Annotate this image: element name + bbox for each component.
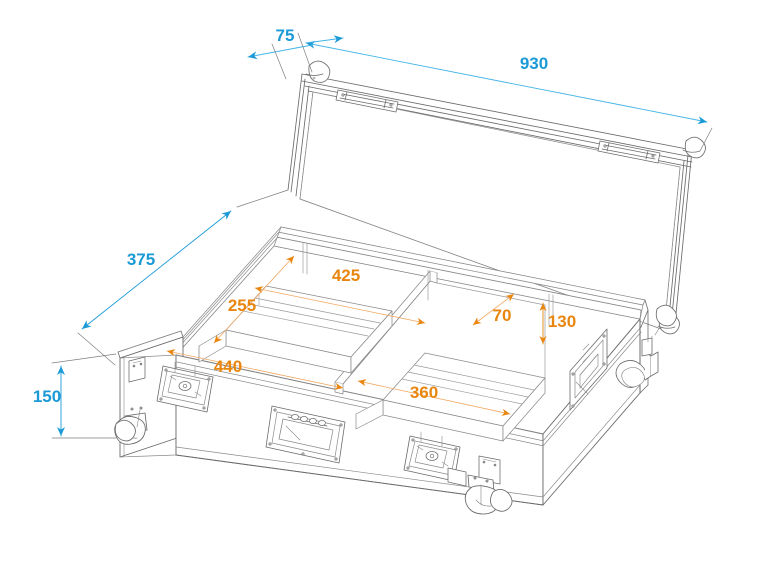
corner-brace-front-right (478, 455, 501, 485)
ball-corner-body-front-right (490, 489, 513, 512)
corner-brace-left (128, 356, 146, 383)
ball-corner-body-right-rear (655, 304, 677, 327)
dimension-labels: 75 930 375 150 425 255 440 360 70 130 (33, 26, 576, 406)
ball-corner-lid-right (682, 136, 706, 159)
dimension-label-360: 360 (410, 383, 438, 402)
dimension-75 (247, 32, 344, 80)
dimension-label-375: 375 (127, 250, 155, 269)
dimension-label-255: 255 (228, 296, 256, 315)
dimension-label-75: 75 (276, 26, 295, 45)
dimension-930 (305, 40, 713, 152)
dimension-label-70: 70 (493, 306, 512, 325)
dimension-375 (77, 189, 289, 366)
recessed-handle-right (569, 328, 608, 411)
castor-wheel-front (464, 474, 501, 515)
dimension-label-425: 425 (332, 266, 360, 285)
dimension-360 (357, 379, 511, 416)
dimension-150 (51, 353, 117, 439)
dimension-label-150: 150 (33, 387, 61, 406)
lid-stay-upper-right (641, 333, 653, 357)
corner-bracket-bottom-right (447, 467, 467, 487)
recessed-handle-front (265, 405, 346, 464)
dimension-label-930: 930 (520, 54, 548, 73)
lid-hinge-right (597, 140, 661, 164)
dimension-70 (472, 293, 515, 326)
dimension-255 (213, 255, 295, 344)
dimension-440 (166, 349, 344, 390)
dimension-label-440: 440 (214, 357, 242, 376)
ball-corner-body-left-front (114, 419, 136, 442)
dimension-label-130: 130 (548, 312, 576, 331)
